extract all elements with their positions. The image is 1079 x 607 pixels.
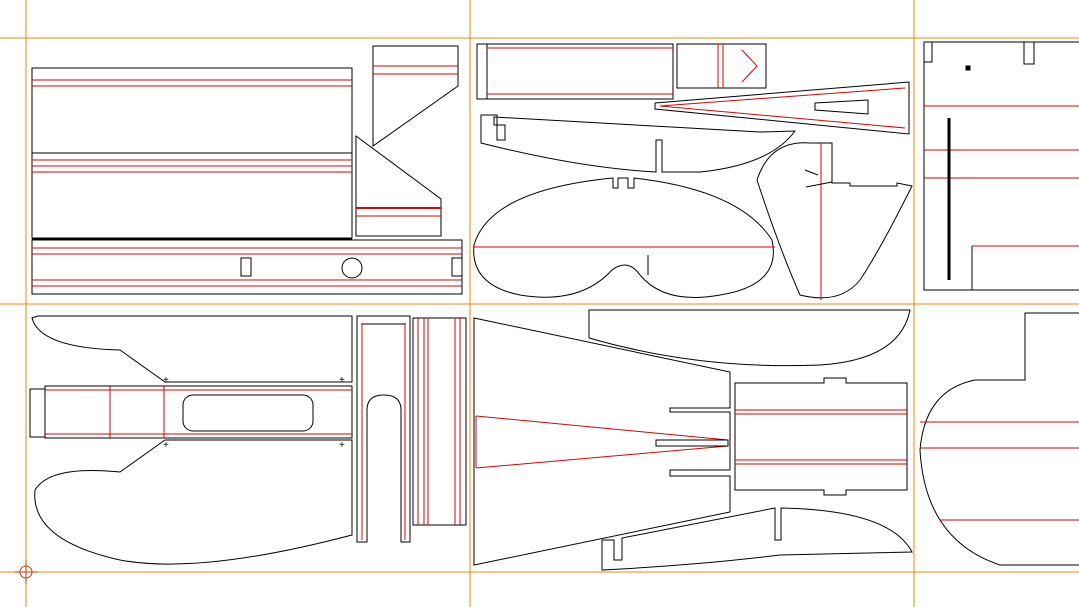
svg-text:+: + (339, 375, 345, 386)
origin-crosshair-icon (14, 560, 38, 584)
part-fuselage-side[interactable] (480, 114, 797, 173)
part-partial-right-upper[interactable] (923, 41, 1079, 291)
part-spar-strip[interactable] (31, 238, 463, 295)
part-stab-lower[interactable] (601, 507, 913, 571)
part-gusset-upper[interactable] (372, 45, 459, 147)
svg-text:+: + (339, 440, 345, 451)
part-wing-root-outline[interactable]: + + + + (29, 315, 353, 565)
part-strip[interactable] (412, 317, 467, 526)
part-gusset-lower[interactable] (355, 135, 442, 237)
part-wing-plan[interactable] (473, 177, 775, 298)
svg-text:+: + (163, 440, 169, 451)
part-stab-upper[interactable] (588, 309, 911, 367)
part-nose-block[interactable] (476, 43, 674, 100)
part-wing-panel[interactable] (31, 67, 353, 239)
svg-text:+: + (163, 375, 169, 386)
part-rudder[interactable] (756, 142, 913, 300)
part-tail-plan[interactable] (473, 317, 731, 566)
part-tail-boom-wedge[interactable] (654, 81, 910, 135)
part-center-box[interactable] (734, 377, 908, 496)
part-hatch[interactable] (676, 43, 767, 89)
part-u-channel[interactable] (356, 315, 411, 543)
part-partial-right-lower[interactable] (919, 312, 1079, 566)
